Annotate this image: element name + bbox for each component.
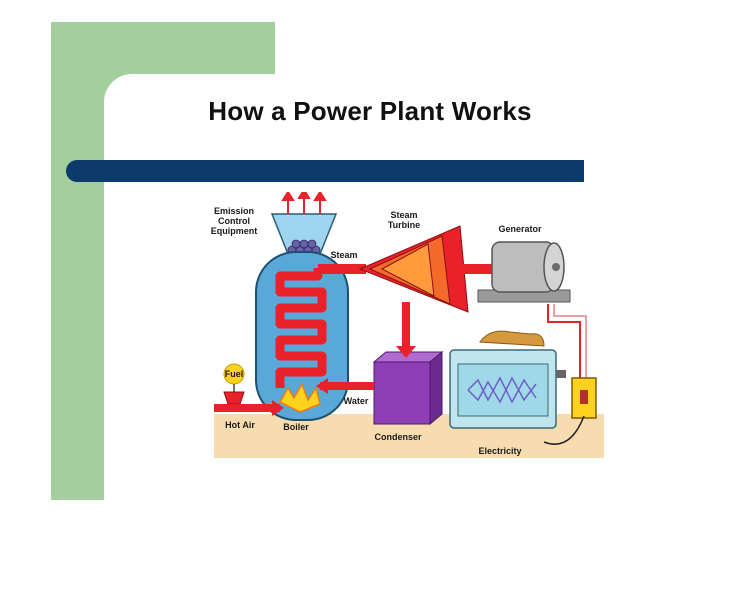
label-boiler: Boiler <box>283 422 309 432</box>
label-steam-turbine-2: Turbine <box>388 220 420 230</box>
steam-pipe <box>318 264 366 274</box>
boiler-flame <box>278 382 321 413</box>
label-emission-3: Equipment <box>211 226 258 236</box>
toaster <box>449 330 566 429</box>
generator <box>477 241 571 303</box>
outlet-socket <box>580 390 588 404</box>
title-divider-bar <box>66 160 584 182</box>
label-steam-turbine-1: Steam <box>390 210 417 220</box>
exhaust-arrows <box>281 192 327 214</box>
steam-turbine <box>358 225 469 313</box>
label-generator: Generator <box>498 224 542 234</box>
condenser-arrow <box>396 346 416 358</box>
label-emission-2: Control <box>218 216 250 226</box>
label-electricity: Electricity <box>478 446 521 456</box>
label-condenser: Condenser <box>374 432 422 442</box>
label-steam: Steam <box>330 250 357 260</box>
condenser <box>372 350 444 426</box>
label-fuel: Fuel <box>225 369 244 379</box>
hot-air-pipe <box>214 404 280 412</box>
water-return-pipe <box>320 382 374 390</box>
hot-air-arrow <box>272 400 284 416</box>
water-arrow <box>316 378 328 394</box>
toaster-cord <box>543 415 585 445</box>
slide-title: How a Power Plant Works <box>208 96 532 126</box>
turbine-shaft <box>460 264 494 274</box>
boiler-steam-coil <box>275 268 327 388</box>
power-wire-neutral <box>553 304 587 378</box>
label-water: Water <box>344 396 369 406</box>
fuel-input <box>223 363 245 405</box>
power-wires <box>547 304 581 378</box>
label-hot-air: Hot Air <box>225 420 255 430</box>
label-emission-1: Emission <box>214 206 254 216</box>
power-plant-diagram: Emission Control Equipment Steam Turbine… <box>211 192 604 458</box>
exhaust-steam-pipe <box>402 302 410 352</box>
